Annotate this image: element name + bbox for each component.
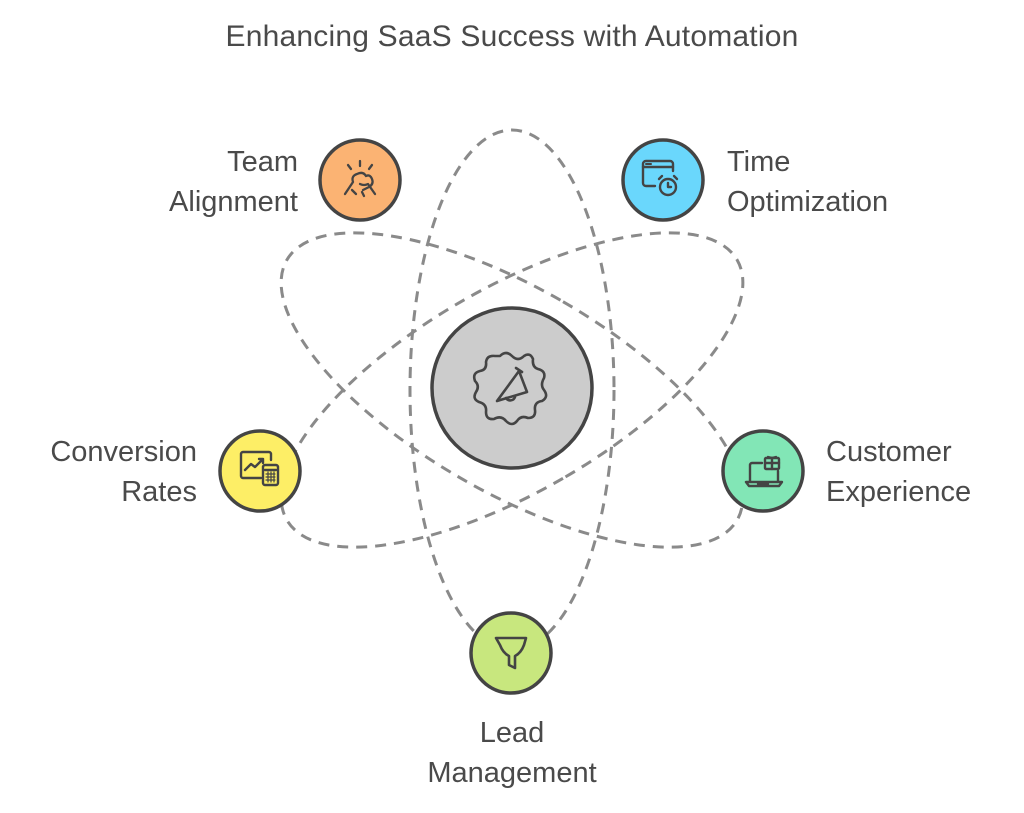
funnel-icon (494, 636, 528, 670)
calendar-clock-icon (641, 159, 679, 197)
label-line: Rates (121, 476, 197, 508)
handshake-icon (343, 159, 377, 198)
label-line: Management (427, 757, 597, 789)
chart-calculator-icon (239, 450, 280, 487)
orbit-vertical (408, 128, 616, 652)
label-customer-experience: Customer Experience (826, 432, 971, 512)
label-conversion-rates: Conversion Rates (50, 432, 197, 512)
label-line: Alignment (169, 186, 298, 218)
label-line: Time (727, 146, 791, 178)
orbit-tilted-left (279, 231, 745, 549)
label-line: Team (227, 146, 298, 178)
label-line: Customer (826, 436, 952, 468)
node-team-alignment[interactable] (318, 138, 402, 222)
node-customer-experience[interactable] (721, 429, 805, 513)
label-lead-management: Lead Management (362, 713, 662, 793)
node-circle (218, 429, 302, 513)
gear-megaphone-icon (472, 351, 548, 426)
center-hub[interactable] (430, 306, 594, 470)
label-line: Lead (479, 717, 545, 749)
orbit-tilted-right (279, 231, 745, 549)
label-line: Optimization (727, 186, 889, 218)
diagram-title: Enhancing SaaS Success with Automation (225, 20, 799, 53)
node-lead-management[interactable] (469, 611, 553, 695)
label-team-alignment: Team Alignment (169, 142, 298, 222)
label-line: Conversion (50, 436, 197, 468)
center-circle (430, 306, 594, 470)
node-conversion-rates[interactable] (218, 429, 302, 513)
label-time-optimization: Time Optimization (727, 142, 888, 222)
label-line: Experience (826, 476, 972, 508)
node-circle (318, 138, 402, 222)
node-time-optimization[interactable] (621, 138, 705, 222)
orbits (279, 128, 745, 652)
node-circle (721, 429, 805, 513)
laptop-gift-icon (744, 455, 784, 488)
node-circle (469, 611, 553, 695)
